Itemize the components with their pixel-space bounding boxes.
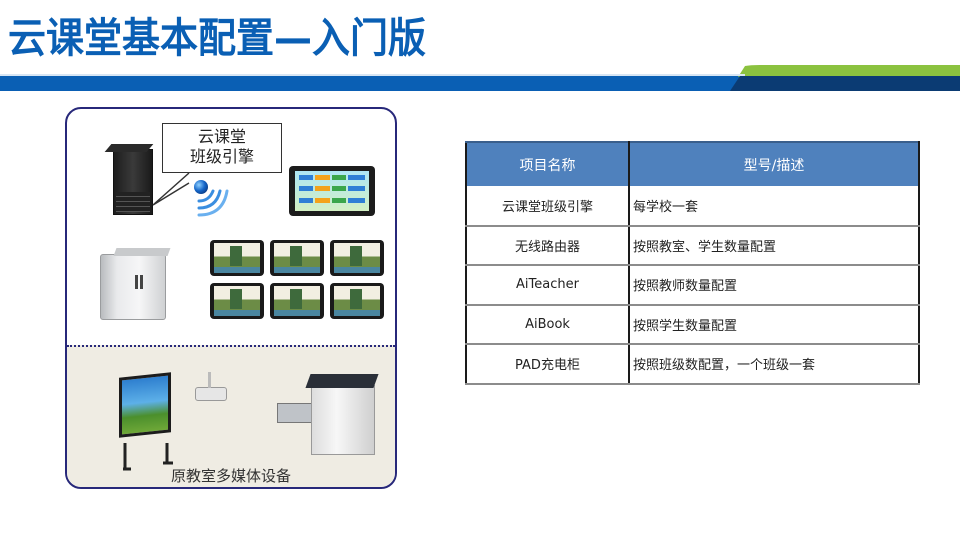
item-name-cell: PAD充电柜 xyxy=(465,344,630,385)
callout-pointer xyxy=(152,172,190,206)
configuration-table: 项目名称 型号/描述 云课堂班级引擎 每学校一套 无线路由器 按照教室、学生数量… xyxy=(465,141,920,385)
item-desc-cell: 每学校一套 xyxy=(629,186,920,227)
existing-multimedia-section: 原教室多媒体设备 xyxy=(67,345,395,487)
table-row: AiTeacher 按照教师数量配置 xyxy=(465,265,920,306)
whiteboard-stand-icon xyxy=(123,443,173,471)
engine-callout: 云课堂 班级引擎 xyxy=(162,123,282,173)
student-tablet-icon xyxy=(210,240,264,276)
callout-line-1: 云课堂 xyxy=(197,127,246,146)
table-row: 无线路由器 按照教室、学生数量配置 xyxy=(465,225,920,266)
item-desc-cell: 按照教室、学生数量配置 xyxy=(629,225,920,266)
page-title: 云课堂基本配置—入门版 xyxy=(8,14,427,62)
multimedia-section-label: 原教室多媒体设备 xyxy=(170,467,291,485)
student-tablet-icon xyxy=(270,240,324,276)
student-tablets-group xyxy=(210,240,384,319)
table-row: PAD充电柜 按照班级数配置，一个班级一套 xyxy=(465,344,920,385)
architecture-diagram-panel: 云课堂 班级引擎 xyxy=(65,107,397,489)
item-name-cell: 云课堂班级引擎 xyxy=(465,186,630,227)
projector-icon xyxy=(195,372,227,401)
callout-line-2: 班级引擎 xyxy=(189,147,254,166)
table-header-row: 项目名称 型号/描述 xyxy=(465,141,920,186)
item-desc-cell: 按照学生数量配置 xyxy=(629,304,920,345)
student-tablet-icon xyxy=(210,283,264,319)
item-desc-cell: 按照班级数配置，一个班级一套 xyxy=(629,344,920,385)
item-name-cell: 无线路由器 xyxy=(465,225,630,266)
student-tablet-icon xyxy=(330,240,384,276)
item-desc-cell: 按照教师数量配置 xyxy=(629,265,920,306)
teacher-tablet-icon xyxy=(289,166,375,216)
interactive-whiteboard-icon xyxy=(119,372,171,438)
item-name-cell: AiBook xyxy=(465,304,630,345)
student-tablet-icon xyxy=(270,283,324,319)
item-name-cell: AiTeacher xyxy=(465,265,630,306)
header-item-name: 项目名称 xyxy=(465,141,630,186)
header-model-desc: 型号/描述 xyxy=(629,141,920,186)
table-row: 云课堂班级引擎 每学校一套 xyxy=(465,186,920,227)
charging-cabinet-icon xyxy=(100,254,166,320)
header-band xyxy=(0,65,960,91)
table-row: AiBook 按照学生数量配置 xyxy=(465,304,920,345)
wifi-signal-icon xyxy=(194,180,229,217)
student-tablet-icon xyxy=(330,283,384,319)
smart-podium-icon xyxy=(311,385,375,455)
server-rack-icon xyxy=(113,149,153,215)
